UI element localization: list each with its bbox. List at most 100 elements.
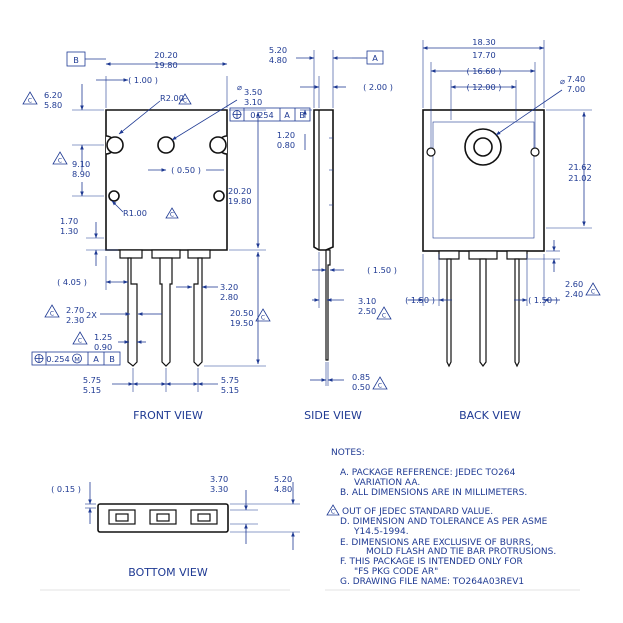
- tab-height-min: 5.80: [44, 100, 62, 110]
- back-width-max: 18.30: [472, 37, 495, 47]
- note-d-line1: D. DIMENSION AND TOLERANCE AS PER ASME: [340, 517, 548, 527]
- lead-width2-max: 2.70: [66, 305, 84, 315]
- svg-text:C: C: [50, 311, 54, 318]
- front-ref-405: ( 4.05 ): [57, 277, 87, 287]
- side-lead-max: 0.85: [352, 372, 370, 382]
- front-ref-050: ( 0.50 ): [171, 165, 201, 175]
- bottom-ref-015: ( 0.15 ): [51, 484, 81, 494]
- back-pin-right: [530, 147, 540, 157]
- side-thk-min: 4.80: [269, 55, 287, 65]
- lead-width-min: 2.80: [220, 292, 238, 302]
- svg-text:A: A: [284, 110, 290, 120]
- front-radius-top: R2.00: [160, 93, 184, 103]
- back-lead-center: [479, 258, 487, 367]
- back-ref-150-right: ( 1.50 ): [528, 295, 558, 305]
- body-height-max: 20.20: [228, 186, 251, 196]
- bottom-t-max: 5.20: [274, 474, 292, 484]
- svg-text:⌀: ⌀: [560, 76, 565, 86]
- front-ref-100: ( 1.00 ): [128, 75, 158, 85]
- lead-tolerance-frame: [31, 351, 121, 366]
- pitch-right-min: 5.15: [221, 385, 239, 395]
- back-h-min: 21.02: [568, 173, 591, 183]
- hole-tolerance: 0.254: [250, 110, 273, 120]
- front-view-title: FRONT VIEW: [133, 409, 203, 422]
- bottom-view-title: BOTTOM VIEW: [128, 566, 208, 579]
- front-view: B 20.20 19.80 ( 1.00 ) R2.00 C ⌀ 3.50 3.…: [22, 50, 311, 422]
- lead-right: [193, 257, 203, 367]
- side-lead: [325, 249, 331, 361]
- side-thk-max: 5.20: [269, 45, 287, 55]
- lead-width-max: 3.20: [220, 282, 238, 292]
- svg-text:C: C: [183, 98, 187, 105]
- pitch-left-max: 5.75: [83, 375, 101, 385]
- svg-text:C: C: [331, 509, 335, 516]
- note-f-line1: F. THIS PACKAGE IS INTENDED ONLY FOR: [340, 557, 523, 567]
- lead-width2-min: 2.30: [66, 315, 84, 325]
- shoulder-right: [187, 249, 211, 259]
- side-view: 5.20 4.80 A ( 2.00 ) 1.20 0.80 ( 1.50 ) …: [269, 45, 397, 422]
- hole-pos-max: 9.10: [72, 159, 90, 169]
- small-hole-right: [213, 190, 225, 202]
- body-height-min: 19.80: [228, 196, 251, 206]
- svg-text:C: C: [378, 383, 382, 390]
- back-hole-inner: [473, 137, 493, 157]
- hole-pos-min: 8.90: [72, 169, 90, 179]
- svg-text:A: A: [93, 354, 99, 364]
- side-off-min: 2.50: [358, 306, 376, 316]
- front-width-min: 19.80: [154, 60, 177, 70]
- hole-tolerance-frame: [229, 107, 311, 122]
- side-lead-min: 0.50: [352, 382, 370, 392]
- svg-text:⌀: ⌀: [237, 82, 242, 92]
- pitch-right-max: 5.75: [221, 375, 239, 385]
- back-h-max: 21.62: [568, 162, 591, 172]
- note-a-line2: VARIATION AA.: [354, 478, 420, 488]
- datum-b-label: B: [73, 55, 79, 65]
- small-hole-left: [108, 190, 120, 202]
- pitch-left-min: 5.15: [83, 385, 101, 395]
- svg-text:M: M: [74, 356, 80, 364]
- back-ref-1660: ( 16.60 ): [466, 66, 501, 76]
- notch-circle-left: [106, 136, 124, 154]
- note-e-line1: E. DIMENSIONS ARE EXCLUSIVE OF BURRS,: [340, 538, 534, 548]
- lead-left: [127, 257, 138, 367]
- back-view-title: BACK VIEW: [459, 409, 521, 422]
- svg-text:C: C: [170, 212, 174, 219]
- back-lead-right: [514, 258, 520, 368]
- side-body-outline: [313, 109, 334, 251]
- back-step-max: 2.60: [565, 279, 583, 289]
- svg-text:C: C: [261, 315, 265, 322]
- back-ref-1200: ( 12.00 ): [466, 82, 501, 92]
- side-ref-150: ( 1.50 ): [367, 265, 397, 275]
- svg-text:C: C: [591, 289, 595, 296]
- note-d-line2: Y14.5-1994.: [353, 527, 409, 537]
- lead-tolerance: 0.254: [46, 354, 69, 364]
- front-body-outline: [105, 109, 228, 251]
- svg-text:B: B: [299, 110, 305, 120]
- back-width-min: 17.70: [472, 50, 495, 60]
- svg-text:C: C: [78, 338, 82, 345]
- svg-text:C: C: [28, 98, 32, 105]
- side-h-min: 0.80: [277, 140, 295, 150]
- front-width-max: 20.20: [154, 50, 177, 60]
- bottom-view: ( 0.15 ) 3.70 3.30 5.20 4.80 BOTTOM VIEW: [40, 474, 300, 591]
- side-ref-200: ( 2.00 ): [363, 82, 393, 92]
- tab-height-max: 6.20: [44, 90, 62, 100]
- svg-text:C: C: [382, 313, 386, 320]
- lead-center: [159, 257, 173, 367]
- note-e-line2: MOLD FLASH AND TIE BAR PROTRUSIONS.: [366, 547, 556, 557]
- lead-length-max: 20.50: [230, 308, 253, 318]
- front-radius-low: R1.00: [123, 208, 147, 218]
- note-f-line2: "FS PKG CODE AR": [354, 567, 438, 577]
- svg-text:C: C: [58, 158, 62, 165]
- notch-circle-right: [209, 136, 227, 154]
- note-c: OUT OF JEDEC STANDARD VALUE.: [342, 507, 493, 517]
- notes-block: NOTES: A. PACKAGE REFERENCE: JEDEC TO264…: [325, 448, 580, 591]
- mounting-hole: [157, 136, 175, 154]
- back-dia-min: 7.00: [567, 84, 585, 94]
- datum-a-label: A: [372, 53, 378, 63]
- step-min: 1.30: [60, 226, 78, 236]
- datum-a-box: [366, 50, 384, 65]
- hole-dia-max: 3.50: [244, 87, 262, 97]
- note-a-line1: A. PACKAGE REFERENCE: JEDEC TO264: [340, 468, 516, 478]
